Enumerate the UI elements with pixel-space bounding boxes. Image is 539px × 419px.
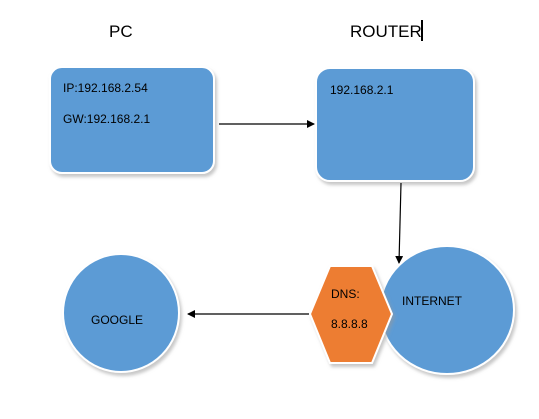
dns-label: DNS: [331,287,360,301]
google-label: GOOGLE [91,313,143,327]
google-node[interactable]: GOOGLE [62,253,180,373]
google-circle [62,253,180,373]
router-ip-label: 192.168.2.1 [330,83,394,97]
router-heading: ROUTER [350,22,422,41]
pc-node[interactable]: IP:192.168.2.54 GW:192.168.2.1 [49,66,215,174]
text-cursor [421,20,423,41]
router-box [315,67,475,182]
internet-circle [379,245,515,375]
dns-hexagon [308,265,394,364]
dns-node[interactable]: DNS: 8.8.8.8 [308,265,394,364]
pc-gateway-label: GW:192.168.2.1 [63,112,150,126]
pc-heading: PC [109,22,133,41]
router-node[interactable]: 192.168.2.1 [315,67,475,182]
dns-address-label: 8.8.8.8 [331,317,368,331]
internet-node[interactable]: INTERNET [379,245,515,375]
pc-ip-label: IP:192.168.2.54 [63,81,148,95]
arrow-router-to-internet [395,182,404,264]
internet-label: INTERNET [402,294,463,308]
pc-box [49,66,215,174]
